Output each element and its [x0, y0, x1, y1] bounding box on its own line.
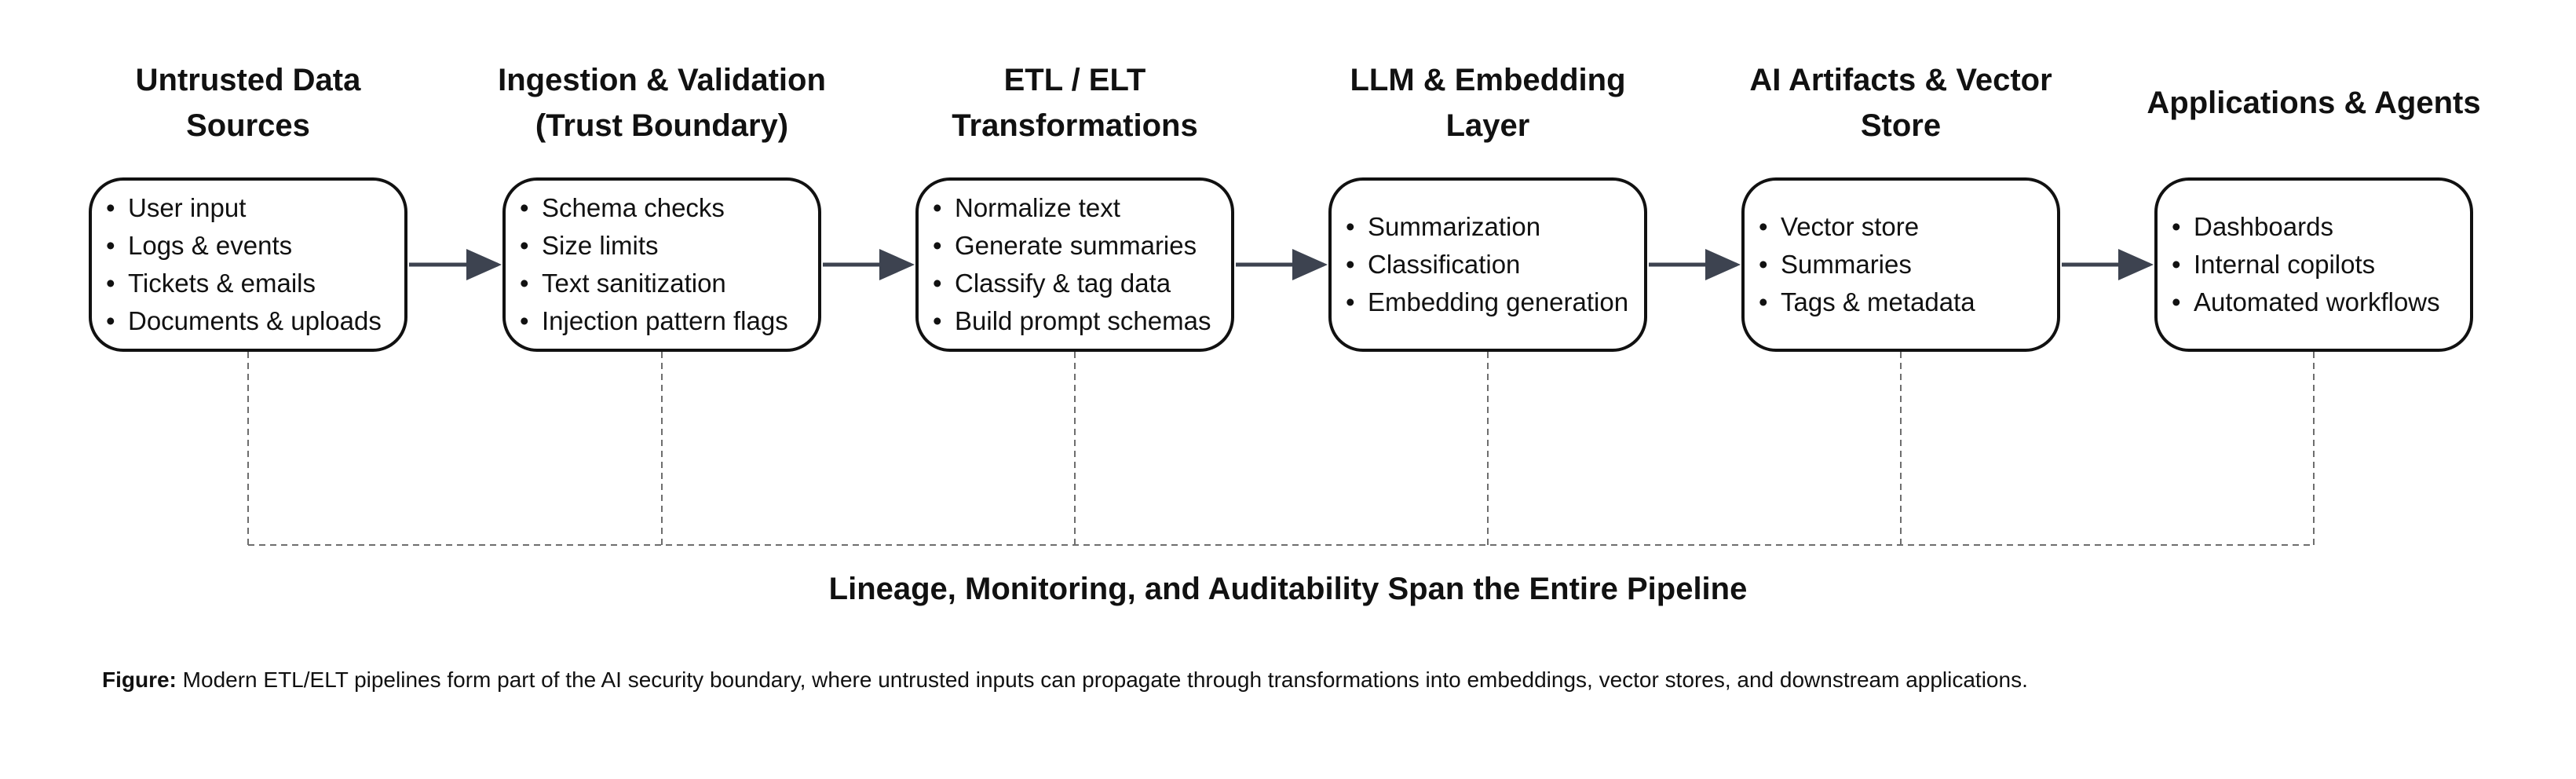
stage-list-sources: User inputLogs & eventsTickets & emailsD…: [106, 189, 382, 340]
stage-list-llm: SummarizationClassificationEmbedding gen…: [1346, 208, 1628, 321]
stage-title-artifacts: AI Artifacts & Vector Store: [1749, 63, 2052, 143]
stage-list-item: Embedding generation: [1346, 283, 1628, 321]
stage-list-item: Automated workflows: [2172, 283, 2440, 321]
stage-list-item: Injection pattern flags: [520, 302, 788, 340]
stage-list-item: Normalize text: [933, 189, 1211, 227]
stage-box-ingestion: Schema checksSize limitsText sanitizatio…: [502, 177, 821, 352]
stage-box-artifacts: Vector storeSummariesTags & metadata: [1741, 177, 2060, 352]
stage-list-item: User input: [106, 189, 382, 227]
stage-list-item: Text sanitization: [520, 265, 788, 302]
stage-title-apps: Applications & Agents: [2147, 86, 2481, 120]
stage-list-item: Size limits: [520, 227, 788, 265]
stage-title-ingestion: Ingestion & Validation (Trust Boundary): [498, 63, 826, 143]
caption-label: Figure:: [102, 667, 177, 692]
lineage-dashed-lines: [247, 352, 2315, 546]
stage-list-item: Vector store: [1759, 208, 1975, 246]
stage-list-item: Summaries: [1759, 246, 1975, 283]
caption-text: Modern ETL/ELT pipelines form part of th…: [176, 667, 2028, 692]
stage-box-etl: Normalize textGenerate summariesClassify…: [915, 177, 1234, 352]
stage-list-item: Tickets & emails: [106, 265, 382, 302]
stage-list-artifacts: Vector storeSummariesTags & metadata: [1759, 208, 1975, 321]
stage-box-sources: User inputLogs & eventsTickets & emailsD…: [89, 177, 407, 352]
stage-list-apps: DashboardsInternal copilotsAutomated wor…: [2172, 208, 2440, 321]
stage-list-item: Tags & metadata: [1759, 283, 1975, 321]
stage-box-apps: DashboardsInternal copilotsAutomated wor…: [2154, 177, 2473, 352]
stage-list-item: Generate summaries: [933, 227, 1211, 265]
lineage-footer-title: Lineage, Monitoring, and Auditability Sp…: [828, 572, 1748, 606]
stage-list-ingestion: Schema checksSize limitsText sanitizatio…: [520, 189, 788, 340]
stage-list-item: Classify & tag data: [933, 265, 1211, 302]
stage-list-item: Logs & events: [106, 227, 382, 265]
stage-box-llm: SummarizationClassificationEmbedding gen…: [1328, 177, 1647, 352]
figure-caption: Figure: Modern ETL/ELT pipelines form pa…: [102, 664, 2028, 696]
stage-list-item: Dashboards: [2172, 208, 2440, 246]
stage-title-etl: ETL / ELT Transformations: [952, 63, 1198, 143]
stage-list-item: Summarization: [1346, 208, 1628, 246]
stage-list-item: Internal copilots: [2172, 246, 2440, 283]
stage-title-sources: Untrusted Data Sources: [135, 63, 361, 143]
stage-list-item: Schema checks: [520, 189, 788, 227]
stage-list-item: Build prompt schemas: [933, 302, 1211, 340]
stage-title-llm: LLM & Embedding Layer: [1350, 63, 1626, 143]
stage-list-etl: Normalize textGenerate summariesClassify…: [933, 189, 1211, 340]
stage-list-item: Classification: [1346, 246, 1628, 283]
stage-list-item: Documents & uploads: [106, 302, 382, 340]
